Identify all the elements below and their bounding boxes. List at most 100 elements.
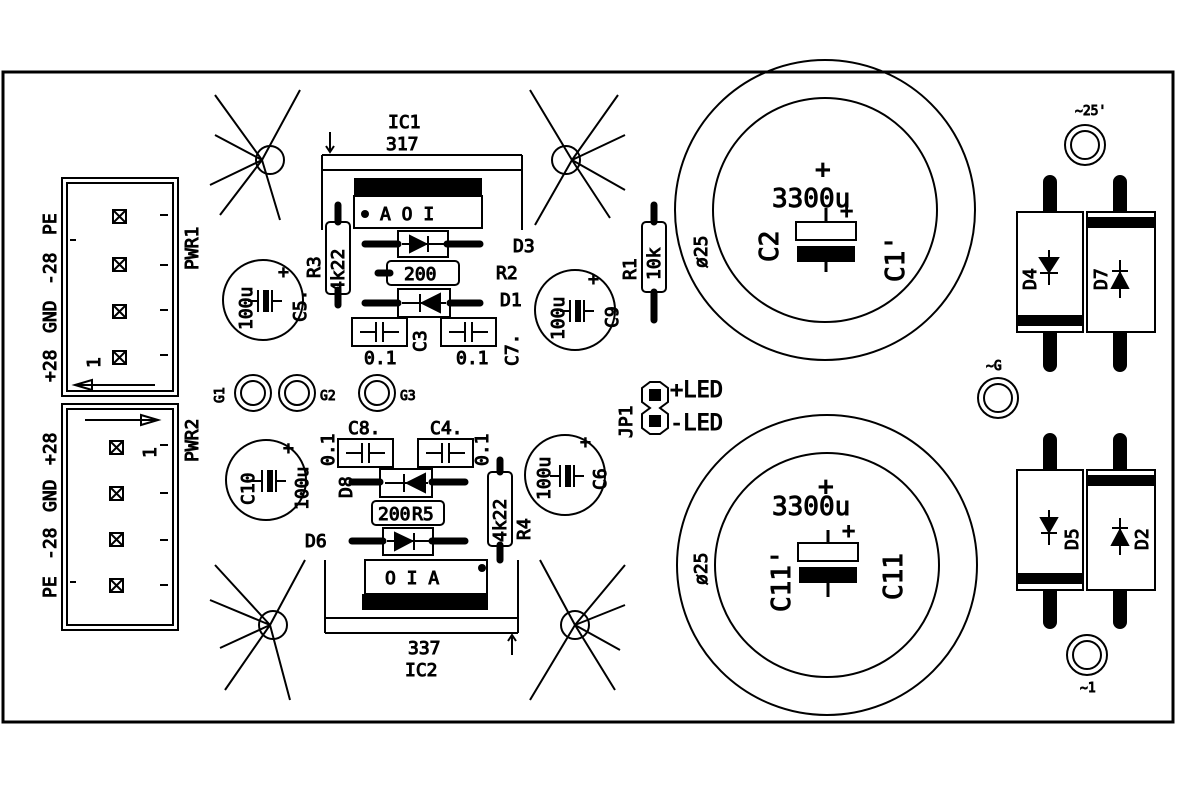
c5-label: C5. [290,289,311,322]
bigcap-bottom-left: C11' [767,549,797,612]
board-outline [1,70,1175,724]
right-leads [1043,175,1127,629]
bigcap-top-right: C1' [881,235,911,282]
g1-label: G1 [213,387,228,403]
c10-label: C10 [238,472,259,505]
c3-label: C3 [410,330,431,352]
pwr2-label-p28: +28 [40,432,61,465]
resistor-r5 [371,500,445,526]
r2-value: 200 [404,264,437,285]
c8-label: C8. [348,418,381,439]
bigcap-top-left: C2 [755,231,785,262]
r3-label: R3 [304,256,325,278]
resistor-r3 [325,221,351,295]
pwr1-label-p28: +28 [40,349,61,382]
heatsink-top [209,89,626,230]
pwr2-label-gnd: GND [40,479,61,512]
svg-text:A O I: A O I [380,204,434,225]
elcap-c9 [534,269,616,351]
ic1-label: IC1 [388,112,421,133]
r5-value: 200 [378,504,411,525]
bigcap-bottom-right: C11 [879,553,909,600]
c7-label: C7. [502,333,523,366]
c5-plus: + [278,262,289,283]
d4-label: D4 [1020,268,1041,290]
d5-label: D5 [1062,528,1083,550]
svg-text:O I A: O I A [385,568,439,589]
diode-d5 [1016,469,1084,591]
pwr1-pins [112,209,127,365]
diode-d2 [1086,469,1156,591]
c4-value: 0.1 [472,433,493,466]
r3-value: 4k22 [328,249,349,292]
pwr2-name: PWR2 [182,419,203,462]
jp1-plus: +LED [670,378,723,403]
diode-d7 [1086,211,1156,333]
diode-d1 [397,288,451,318]
bigcap-top-value: 3300u [772,184,850,214]
bottom-leads [348,456,504,564]
bigcap-bottom-size: ø25 [691,552,712,585]
d2-label: D2 [1132,528,1153,550]
r4-value: 4k22 [490,499,511,542]
c9-value: 100u [548,297,569,340]
r1-label: R1 [620,258,641,280]
r1-value: 10k [644,247,665,280]
resistor-r1 [641,201,667,324]
bigcap-bottom [676,414,978,716]
bigcap-top-size: ø25 [691,235,712,268]
ic2-regulator: O I A [362,559,488,610]
c4-label: C4. [430,418,463,439]
terminal-1-label: ~1 [1080,681,1096,696]
ic1-value: 317 [386,134,419,155]
diode-d4 [1016,211,1084,333]
pwr1-pin1: 1 [84,357,105,368]
diode-d6 [382,527,434,556]
bigcap-bottom-plus-small: + [842,519,855,544]
elcap-c6 [524,434,606,516]
ic2-label: IC2 [405,660,438,681]
top-leads [334,201,484,309]
terminal-pads [977,124,1108,676]
diode-d8 [379,468,433,498]
r5-label: R5 [412,504,434,525]
cap-c4 [417,438,474,468]
cap-c7 [440,317,497,347]
pwr1-name: PWR1 [182,227,203,270]
pwr1-label-pe: PE [40,213,61,235]
pwr2-pins [109,440,124,593]
elcap-c5 [222,259,304,341]
c5-value: 100u [236,287,257,330]
terminal-25-label: ~25' [1075,104,1106,119]
bigcap-top-plus-small: + [840,199,853,224]
c10-value: 100u [292,467,313,510]
cap-c8 [337,438,394,468]
jumper-jp1 [641,381,669,435]
bigcap-bottom-value: 3300u [772,492,850,522]
g3-label: G3 [400,389,416,404]
d8-label: D8 [336,476,357,498]
c10-plus: + [283,438,294,459]
c6-value: 100u [534,457,555,500]
d7-label: D7 [1091,268,1112,290]
c9-label: C9 [602,306,623,328]
r2-label: R2 [496,263,518,284]
cap-c3 [351,317,408,347]
resistor-r4 [487,471,513,547]
r4-label: R4 [514,518,535,540]
c3-value: 0.1 [364,348,397,369]
connector-pwr1 [61,177,179,397]
pwr1-label-gnd: GND [40,300,61,333]
diode-d3 [397,230,449,258]
pwr2-label-pe: PE [40,576,61,598]
c8-value: 0.1 [318,433,339,466]
jp1-label: JP1 [616,405,637,438]
c7-value: 0.1 [456,348,489,369]
c9-plus: + [588,269,599,290]
ground-pads [234,374,396,412]
c6-label: C6 [590,468,611,490]
ic2-value: 337 [408,638,441,659]
d1-label: D1 [500,290,522,311]
pwr1-label-m28: -28 [40,252,61,285]
